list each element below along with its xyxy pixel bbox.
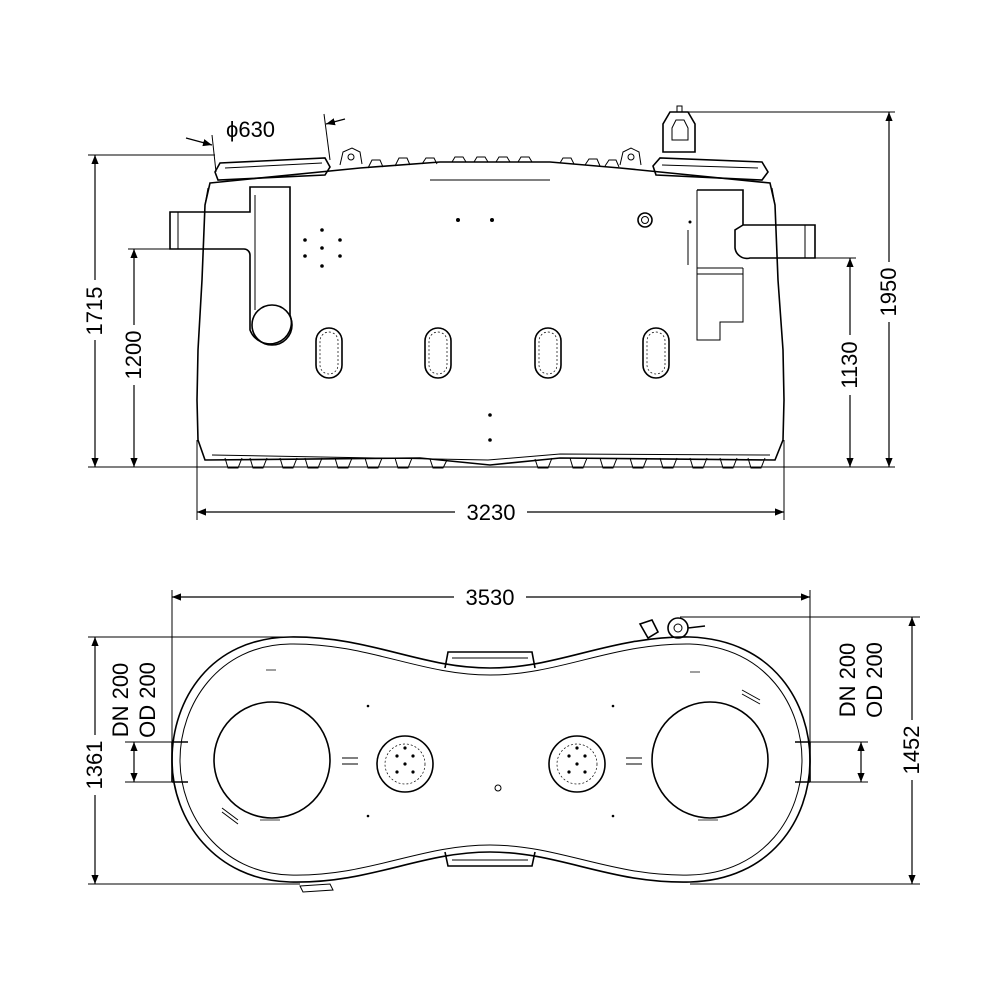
- top-view: 3530 1361 1452 DN 200 OD 200 DN 200 OD 2…: [80, 583, 927, 893]
- right-manhole-top: [651, 701, 769, 819]
- riser-handle-top: [638, 617, 706, 640]
- tank-outline-top: [171, 636, 811, 883]
- outlet-dn-label: DN 200: [835, 643, 860, 718]
- inlet-pipe-side: [169, 186, 293, 345]
- right-vent-top: [548, 735, 606, 793]
- outlet-pipe-side: [697, 189, 816, 260]
- tank-body-inner-edge: [204, 187, 776, 461]
- left-vent-top: [376, 735, 434, 793]
- bottom-ribs: [224, 457, 766, 469]
- mounting-dots: [303, 218, 692, 442]
- left-manhole-cover: [214, 157, 331, 181]
- inlet-height-label: 1200: [121, 331, 146, 380]
- tank-body-side: [196, 161, 785, 466]
- lifting-lug-mid: [619, 147, 642, 166]
- top-length-label: 3530: [466, 585, 515, 610]
- oval-openings: [315, 327, 670, 379]
- top-ribs: [367, 156, 620, 169]
- lifting-lug-left: [339, 147, 363, 166]
- top-width-left-label: 1361: [82, 741, 107, 790]
- bottom-bump: [444, 851, 536, 867]
- top-bump: [444, 651, 536, 669]
- riser-handle: [662, 111, 696, 153]
- left-manhole-top: [213, 701, 331, 819]
- inlet-od-label: OD 200: [135, 662, 160, 738]
- inspection-port: [637, 212, 653, 228]
- body-height-label: 1715: [82, 287, 107, 336]
- side-view: ϕ630 1715 1200 1130 1950 3230: [80, 105, 905, 526]
- side-length-label: 3230: [467, 500, 516, 525]
- total-height-label: 1950: [876, 268, 901, 317]
- top-width-right-label: 1452: [899, 726, 924, 775]
- outlet-height-label: 1130: [837, 341, 862, 388]
- outlet-od-label: OD 200: [862, 642, 887, 718]
- inlet-pipe-top: [171, 741, 188, 783]
- right-manhole-cover: [652, 157, 769, 181]
- outlet-pipe-top: [795, 741, 811, 783]
- inlet-dn-label: DN 200: [108, 663, 133, 738]
- manhole-diameter-label: ϕ630: [226, 117, 275, 142]
